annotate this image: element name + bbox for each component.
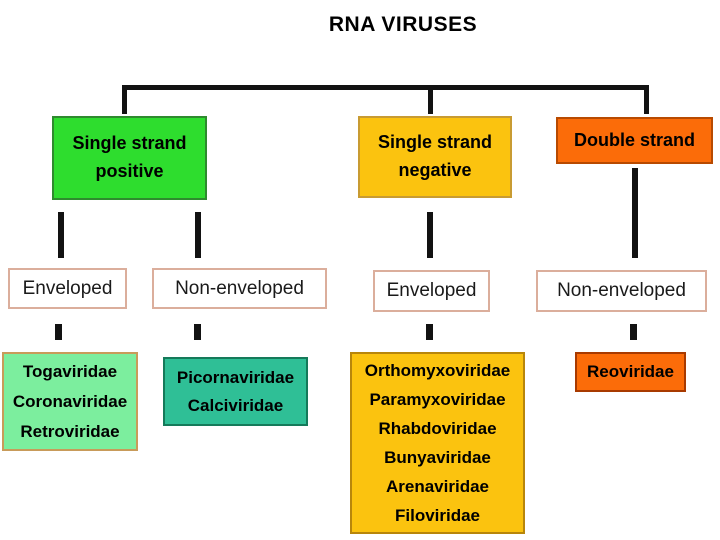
connector-line [632, 168, 638, 258]
connector-line [644, 85, 649, 114]
family-name: Calciviridae [187, 395, 284, 415]
family-group-reoviridae: Reoviridae [575, 352, 686, 392]
branch-horizontal-line [122, 85, 649, 90]
family-name: Retroviridae [20, 421, 120, 441]
envelope-box-ss-positive-non-enveloped: Non-enveloped [152, 268, 327, 309]
family-group-togaviridae: Togaviridae Coronaviridae Retroviridae [2, 352, 138, 451]
connector-line [194, 324, 201, 340]
category-label: Single strand positive [72, 133, 187, 181]
family-name: Bunyaviridae [384, 448, 491, 467]
connector-line [58, 212, 64, 258]
category-label: Single strand negative [377, 132, 493, 180]
connector-line [428, 85, 433, 114]
family-name: Coronaviridae [12, 391, 128, 411]
connector-line [630, 324, 637, 340]
family-name: Togaviridae [22, 361, 118, 381]
envelope-label: Enveloped [22, 277, 113, 299]
category-label: Double strand [573, 129, 695, 150]
envelope-label: Non-enveloped [557, 280, 686, 301]
family-name: Picornaviridae [176, 367, 295, 387]
connector-line [427, 212, 433, 258]
category-box-single-strand-positive: Single strand positive [52, 116, 207, 200]
envelope-box-ss-positive-enveloped: Enveloped [8, 268, 127, 309]
connector-line [426, 324, 433, 340]
diagram-title: RNA VIRUSES [328, 13, 478, 36]
envelope-box-ss-negative-enveloped: Enveloped [373, 270, 490, 312]
family-name: Arenaviridae [386, 477, 489, 496]
connector-line [55, 324, 62, 340]
family-name: Reoviridae [587, 362, 674, 381]
category-box-single-strand-negative: Single strand negative [358, 116, 512, 198]
family-group-picornaviridae: Picornaviridae Calciviridae [163, 357, 308, 426]
family-group-orthomyxoviridae: Orthomyxoviridae Paramyxoviridae Rhabdov… [350, 352, 525, 534]
family-name: Orthomyxoviridae [364, 361, 511, 380]
family-name: Filoviridae [394, 506, 481, 525]
family-name: Paramyxoviridae [369, 390, 506, 409]
envelope-label: Non-enveloped [175, 277, 304, 299]
family-name: Rhabdoviridae [378, 419, 497, 438]
category-box-double-strand: Double strand [556, 117, 713, 164]
envelope-label: Enveloped [386, 280, 477, 301]
connector-line [122, 85, 127, 114]
envelope-box-double-strand-non-enveloped: Non-enveloped [536, 270, 707, 312]
connector-line [195, 212, 201, 258]
